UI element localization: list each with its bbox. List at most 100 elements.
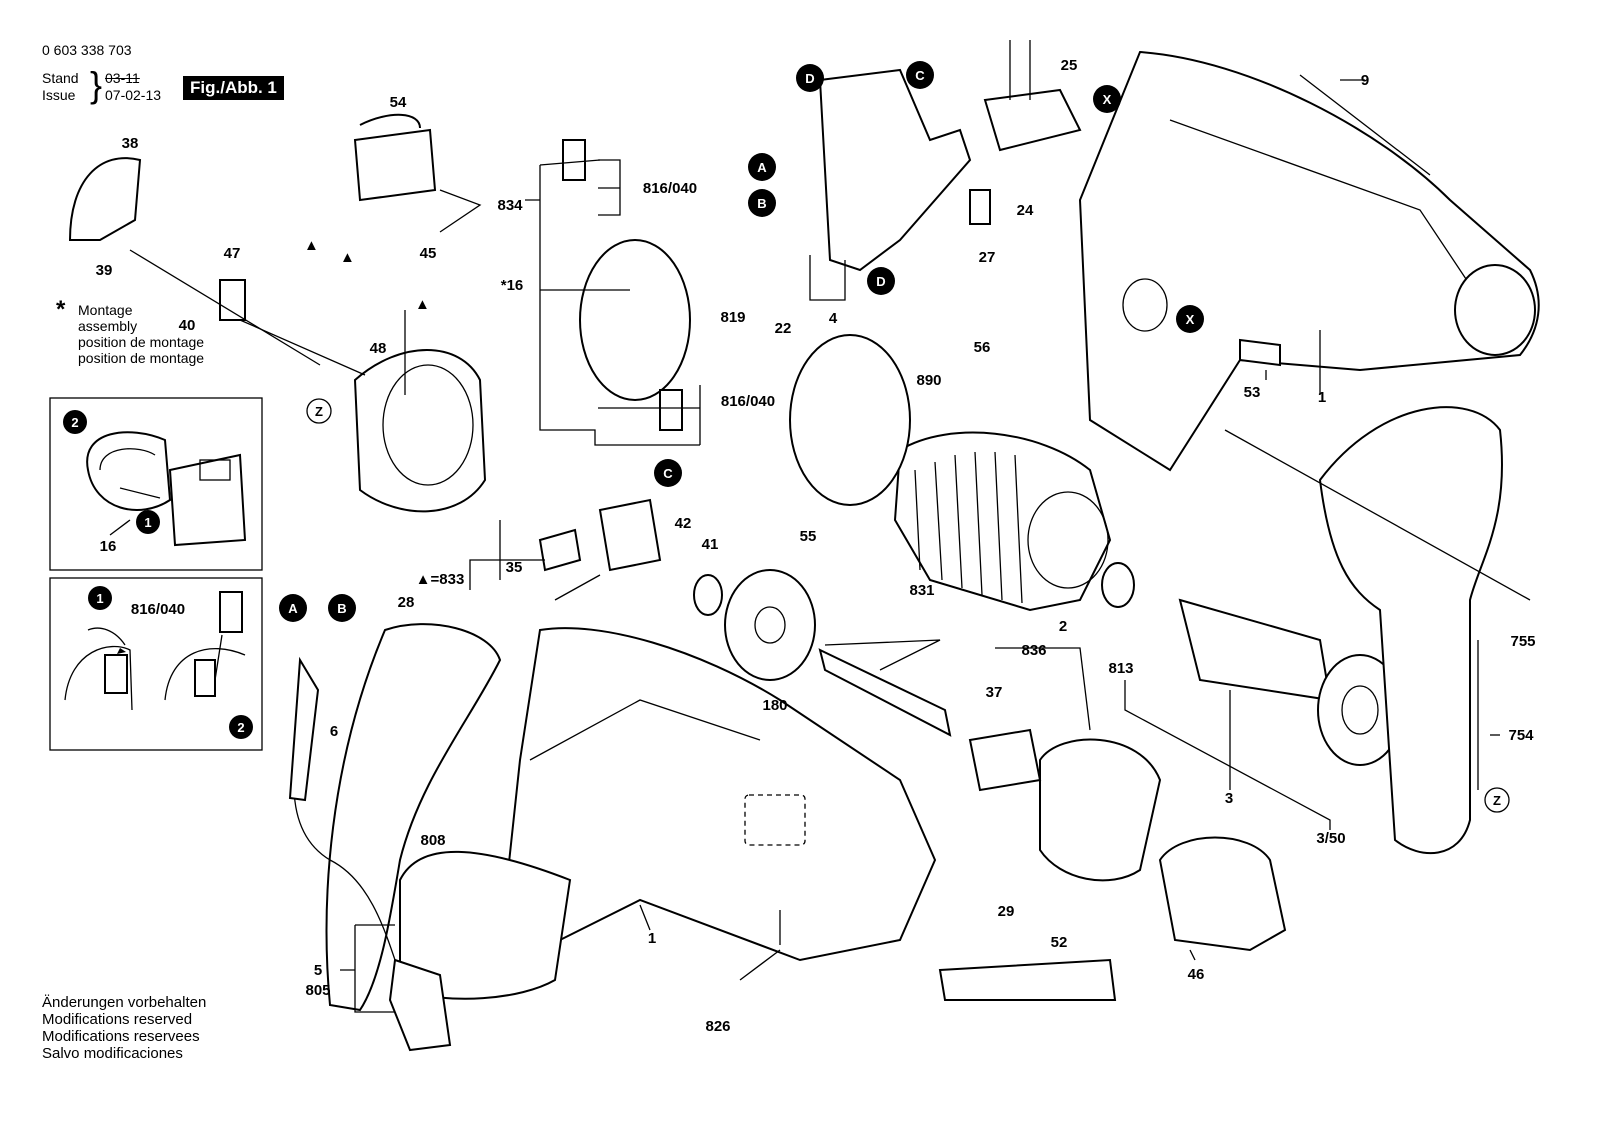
part-label: 754 — [1508, 727, 1534, 744]
part-label: 805 — [305, 982, 330, 999]
svg-text:D: D — [876, 274, 885, 289]
svg-text:2: 2 — [237, 720, 244, 735]
figure-label: Fig./Abb. 1 — [183, 76, 284, 100]
stand-label: Stand — [42, 70, 79, 86]
carbon-brush-bottom — [659, 389, 683, 431]
part-label: 826 — [705, 1018, 730, 1035]
sleeve-37 — [968, 728, 1042, 792]
part-38 — [68, 157, 142, 241]
svg-text:1: 1 — [96, 591, 103, 606]
assembly-note-line: Montage — [78, 302, 133, 318]
part-label: 47 — [224, 245, 241, 262]
part-label: 819 — [720, 309, 745, 326]
part-label: 834 — [497, 197, 523, 214]
triangle-marker: ▲ — [415, 296, 430, 313]
brace: } — [90, 64, 103, 105]
marker-Z-right: Z — [1484, 787, 1510, 813]
part-53 — [1239, 338, 1281, 367]
part-label: 46 — [1188, 966, 1205, 983]
svg-text:D: D — [805, 71, 814, 86]
inset-brush-plate-drawing — [86, 431, 247, 547]
part-label: 813 — [1108, 660, 1133, 677]
svg-text:C: C — [663, 466, 673, 481]
svg-text:A: A — [757, 160, 767, 175]
footer-line: Modifications reservees — [42, 1028, 200, 1045]
part-label: 56 — [974, 339, 991, 356]
part-label: 54 — [390, 94, 407, 111]
marker-X-mid: X — [1176, 305, 1204, 333]
inset-brush-box — [49, 577, 263, 751]
part-label: 836 — [1021, 642, 1046, 659]
part-label: 22 — [775, 320, 792, 337]
issue-label: Issue — [42, 87, 76, 103]
part-label: 816/040 — [721, 393, 775, 410]
svg-text:Z: Z — [1493, 793, 1501, 808]
part-label: 55 — [800, 528, 817, 545]
part-label: 41 — [702, 536, 719, 553]
svg-text:A: A — [288, 601, 298, 616]
part-label: 890 — [916, 372, 941, 389]
part-label: 27 — [979, 249, 996, 266]
issue-value: 07-02-13 — [105, 87, 162, 103]
svg-text:B: B — [757, 196, 766, 211]
marker-C-top: C — [906, 61, 934, 89]
inset-brush-drawing — [64, 591, 246, 711]
switch-handle — [325, 623, 502, 1012]
switch-lever-25 — [983, 88, 1082, 152]
housing-half-right — [1078, 50, 1540, 472]
part-label: 816/040 — [131, 601, 185, 618]
part-label: 25 — [1061, 57, 1078, 74]
stator — [893, 431, 1112, 612]
mains-plug — [388, 958, 452, 1052]
svg-text:X: X — [1186, 312, 1195, 327]
marker-D-mid: D — [867, 267, 895, 295]
gear — [724, 569, 816, 681]
footer-line: Modifications reserved — [42, 1011, 193, 1028]
part-label: 38 — [122, 135, 139, 152]
part-47 — [219, 279, 246, 321]
marker-Z-left: Z — [306, 398, 332, 424]
assembly-note-line: assembly — [78, 318, 138, 334]
part-52 — [938, 958, 1117, 1001]
part-label: 808 — [420, 832, 445, 849]
auxiliary-handle — [1318, 406, 1504, 854]
svg-text:X: X — [1103, 92, 1112, 107]
part-label: 180 — [762, 697, 787, 714]
switch — [818, 68, 972, 272]
brush-plate-lower — [789, 334, 911, 506]
marker-C-mid: C — [654, 459, 682, 487]
bearing-35 — [538, 528, 582, 572]
part-label: 2 — [1059, 618, 1067, 635]
part-label: 42 — [675, 515, 692, 532]
part-label: 3 — [1225, 790, 1233, 807]
part-label: 45 — [420, 245, 437, 262]
part-label: 48 — [370, 340, 387, 357]
part-label: 9 — [1361, 72, 1369, 89]
part-label: 831 — [909, 582, 934, 599]
marker-X-top: X — [1093, 85, 1121, 113]
part-label: 29 — [998, 903, 1015, 920]
marker-2-inset1: 2 — [63, 410, 87, 434]
svg-text:C: C — [915, 68, 925, 83]
gear-housing — [1039, 738, 1162, 882]
triangle-marker: ▲ — [304, 237, 319, 254]
inset-brush-plate-box — [49, 397, 263, 571]
part-27 — [969, 189, 991, 225]
svg-text:1: 1 — [144, 515, 151, 530]
part-label: 1 — [648, 930, 656, 947]
part-label: 1 — [1318, 389, 1326, 406]
bearing-41 — [693, 574, 723, 616]
assembly-note-line: position de montage — [78, 350, 205, 366]
triangle-marker: ▲ — [340, 249, 355, 266]
part-label: 16 — [100, 538, 117, 555]
fan-nut — [598, 498, 662, 572]
part-label: 40 — [179, 317, 196, 334]
marker-2-inset2: 2 — [229, 715, 253, 739]
part-label: 52 — [1051, 934, 1068, 951]
document-number: 0 603 338 703 — [42, 42, 132, 58]
legend-833: ▲=833 — [416, 571, 465, 588]
cover-834 — [353, 128, 437, 202]
drill-chuck — [1158, 836, 1287, 952]
stand-value: 03-11 — [105, 70, 140, 86]
